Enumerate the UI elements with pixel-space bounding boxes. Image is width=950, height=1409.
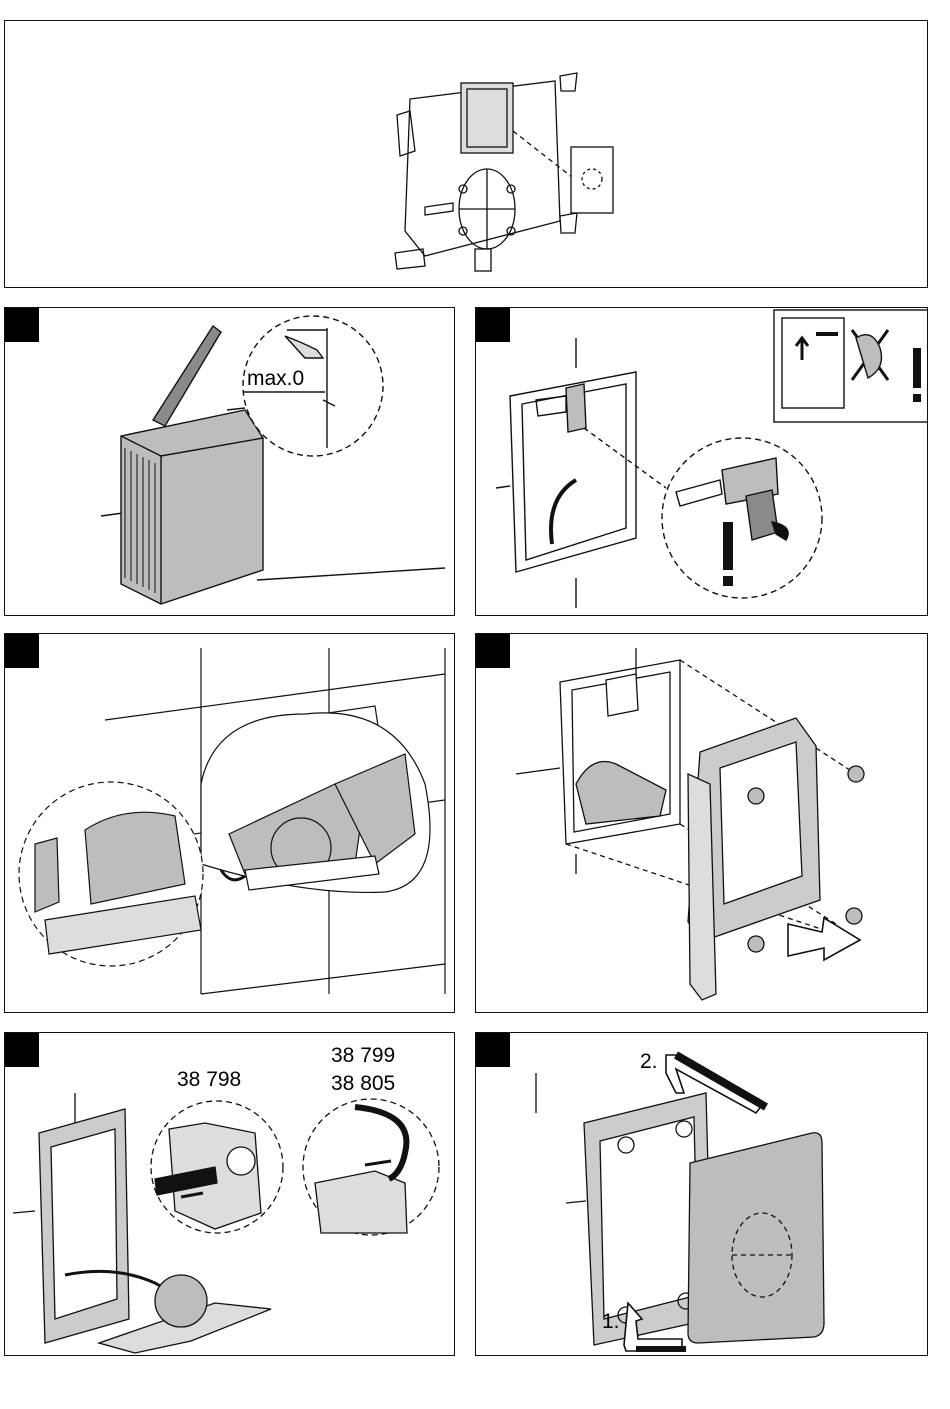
install-box bbox=[121, 410, 263, 604]
install-box bbox=[461, 83, 513, 153]
detail-zoom-circle bbox=[662, 438, 822, 598]
model-label-b: 38 799 bbox=[331, 1045, 395, 1066]
screw bbox=[748, 936, 764, 952]
step3-illustration bbox=[5, 634, 455, 1013]
cover-plate bbox=[571, 147, 613, 213]
max-depth-label: max.0 bbox=[247, 368, 304, 389]
step3-panel bbox=[4, 633, 455, 1013]
order-label-second: 2. bbox=[640, 1051, 658, 1072]
step2-panel bbox=[475, 307, 928, 616]
step4-panel bbox=[475, 633, 928, 1013]
cover-plate bbox=[688, 1133, 824, 1343]
step5-panel: 38 798 38 799 38 805 bbox=[4, 1032, 455, 1356]
screw bbox=[848, 766, 864, 782]
step4-illustration bbox=[476, 634, 928, 1013]
model-label-c: 38 805 bbox=[331, 1073, 395, 1094]
overview-panel bbox=[4, 20, 928, 288]
step1-illustration bbox=[5, 308, 455, 616]
step6-illustration bbox=[476, 1033, 928, 1356]
warning-inset bbox=[774, 310, 928, 422]
arrow-icon bbox=[788, 918, 860, 960]
step1-panel: max.0 bbox=[4, 307, 455, 616]
order-label-first: 1. bbox=[602, 1311, 620, 1332]
exclamation-icon bbox=[913, 348, 921, 388]
model-label-a: 38 798 bbox=[177, 1069, 241, 1090]
step6-panel: 2. 1. bbox=[475, 1032, 928, 1356]
step2-illustration bbox=[476, 308, 928, 616]
exclamation-icon bbox=[723, 522, 733, 570]
overview-illustration bbox=[5, 21, 928, 288]
screw bbox=[846, 908, 862, 924]
tool-handle bbox=[153, 326, 221, 426]
screw bbox=[748, 788, 764, 804]
